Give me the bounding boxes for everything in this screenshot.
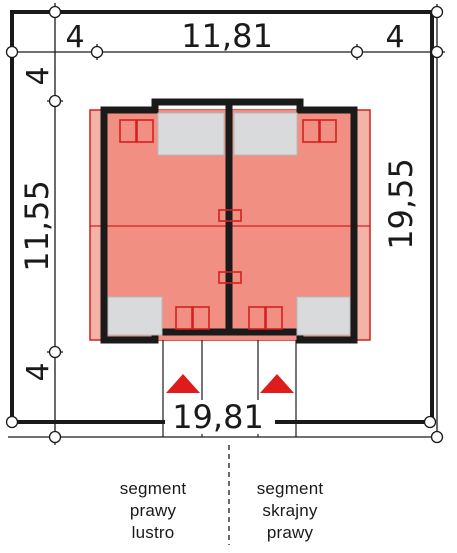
chimney-mark bbox=[218, 209, 242, 222]
dimension-node bbox=[48, 5, 62, 19]
terrace-bottom-right bbox=[296, 296, 351, 336]
left-top-setback-label: 4 bbox=[21, 66, 56, 85]
left-height-label: 11,55 bbox=[18, 180, 56, 272]
terrace-top-left bbox=[157, 112, 225, 156]
window-mark bbox=[319, 119, 337, 143]
terrace-bottom-left bbox=[107, 296, 163, 336]
dimension-node bbox=[48, 345, 62, 359]
dimension-node bbox=[90, 45, 104, 59]
window-mark bbox=[248, 306, 266, 330]
dimension-nodes bbox=[5, 5, 444, 444]
entrance-arrow-right bbox=[260, 374, 294, 393]
left-bottom-setback-label: 4 bbox=[21, 362, 56, 381]
bottom-width-label: 19,81 bbox=[172, 398, 264, 436]
caption-right-segment: segment skrajny prawy bbox=[230, 478, 350, 544]
caption-left-line2: prawy bbox=[129, 501, 177, 520]
window-mark bbox=[302, 119, 320, 143]
bottom-dimension-backdrop bbox=[165, 400, 275, 434]
terrace-top-right bbox=[233, 112, 298, 156]
dimension-node bbox=[48, 430, 62, 444]
entrance-arrow-left bbox=[166, 374, 200, 393]
top-width-label: 11,81 bbox=[181, 17, 273, 55]
chimney-mark bbox=[218, 271, 242, 284]
window-mark bbox=[265, 306, 283, 330]
building-walls bbox=[100, 98, 358, 344]
caption-left-segment: segment prawy lustro bbox=[93, 478, 213, 544]
dimension-node bbox=[430, 5, 444, 19]
dimension-lines bbox=[8, 3, 445, 445]
dimension-node bbox=[430, 430, 444, 444]
dimension-node bbox=[350, 45, 364, 59]
caption-left-line3: lustro bbox=[131, 523, 175, 542]
window-mark bbox=[192, 306, 210, 330]
window-mark bbox=[119, 119, 137, 143]
top-right-setback-label: 4 bbox=[385, 20, 404, 55]
caption-right-line1: segment bbox=[256, 479, 324, 498]
caption-left-line1: segment bbox=[119, 479, 187, 498]
caption-right-line2: skrajny bbox=[262, 501, 318, 520]
right-height-label: 19,55 bbox=[382, 158, 420, 250]
dimension-node bbox=[48, 94, 62, 108]
top-left-setback-label: 4 bbox=[65, 20, 84, 55]
dimension-node bbox=[5, 415, 19, 429]
caption-right-line3: prawy bbox=[266, 523, 314, 542]
dimension-node bbox=[423, 415, 437, 429]
terraces bbox=[107, 112, 351, 336]
window-marks bbox=[119, 119, 337, 330]
dimension-node bbox=[5, 45, 19, 59]
window-mark bbox=[175, 306, 193, 330]
window-mark bbox=[136, 119, 154, 143]
dimension-node bbox=[430, 45, 444, 59]
